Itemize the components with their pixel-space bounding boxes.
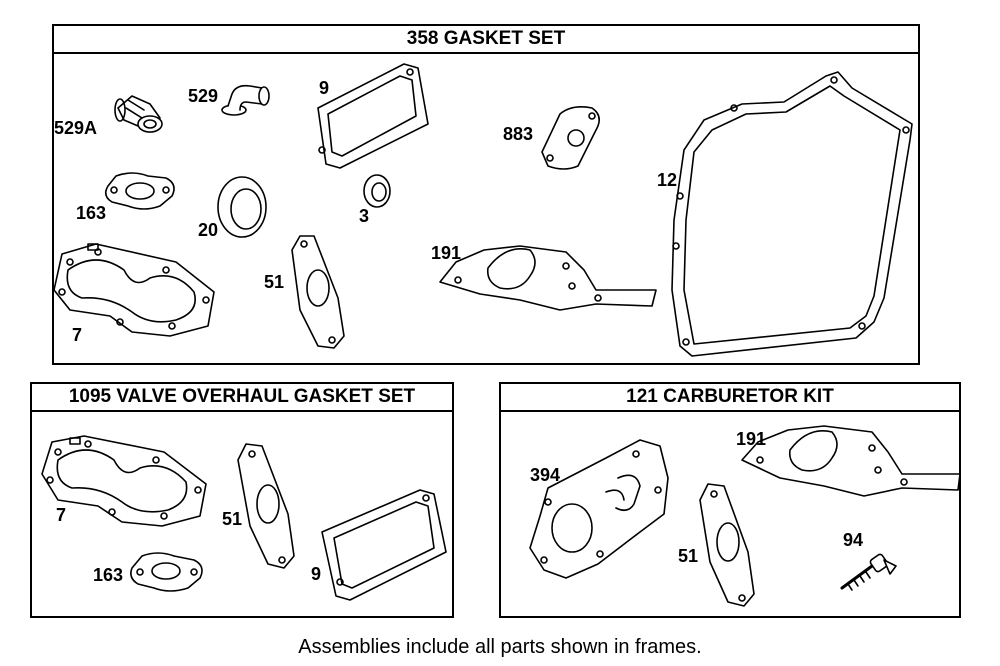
valve-set-title: 1095 VALVE OVERHAUL GASKET SET — [32, 384, 452, 412]
callout-163-valve-set: 163 — [93, 565, 124, 585]
part-94-screw-drawing — [840, 553, 897, 591]
callout-51: 51 — [264, 272, 285, 292]
part-7-gasket-drawing-valve-set — [41, 435, 207, 527]
callout-94: 94 — [843, 530, 864, 550]
callout-51-carb: 51 — [678, 546, 699, 566]
callout-883: 883 — [503, 124, 534, 144]
carb-kit-title: 121 CARBURETOR KIT — [501, 384, 959, 412]
part-394-gasket-drawing — [529, 439, 669, 579]
callout-51-valve-set: 51 — [222, 509, 243, 529]
part-51-gasket-drawing — [291, 235, 345, 349]
callout-394: 394 — [530, 465, 561, 485]
part-163-gasket-drawing — [104, 172, 175, 210]
valve-set-frame: 1095 VALVE OVERHAUL GASKET SET — [30, 382, 454, 618]
callout-3: 3 — [359, 206, 370, 226]
part-12-gasket-drawing — [671, 71, 913, 357]
callout-163: 163 — [76, 203, 107, 223]
callout-9: 9 — [319, 78, 330, 98]
part-3-seal-drawing — [363, 174, 391, 208]
part-51-gasket-drawing-carb — [699, 483, 755, 607]
part-883-gasket-drawing — [541, 106, 600, 170]
callout-529a: 529A — [54, 118, 98, 138]
callout-191: 191 — [431, 243, 462, 263]
footnote: Assemblies include all parts shown in fr… — [298, 636, 702, 658]
carb-kit-frame: 121 CARBURETOR KIT — [499, 382, 961, 618]
part-9-gasket-drawing — [317, 63, 429, 169]
part-9-gasket-drawing-valve-set — [321, 489, 447, 601]
callout-9-valve-set: 9 — [311, 564, 322, 584]
part-7-gasket-drawing — [53, 243, 215, 337]
part-191-gasket-drawing-carb — [741, 425, 961, 497]
callout-7: 7 — [72, 325, 83, 345]
part-20-seal-drawing — [217, 176, 267, 238]
part-529a-elbow-drawing — [114, 95, 163, 133]
gasket-set-frame: 358 GASKET SET — [52, 24, 920, 365]
part-51-gasket-drawing-valve-set — [237, 443, 295, 569]
part-529-elbow-drawing — [221, 84, 270, 116]
callout-529: 529 — [188, 86, 219, 106]
gasket-set-title: 358 GASKET SET — [54, 26, 918, 54]
part-191-gasket-drawing — [439, 245, 657, 311]
callout-191-carb: 191 — [736, 429, 767, 449]
callout-20: 20 — [198, 220, 219, 240]
part-163-gasket-drawing-valve-set — [130, 552, 203, 592]
callout-12: 12 — [657, 170, 678, 190]
callout-7-valve-set: 7 — [56, 505, 67, 525]
